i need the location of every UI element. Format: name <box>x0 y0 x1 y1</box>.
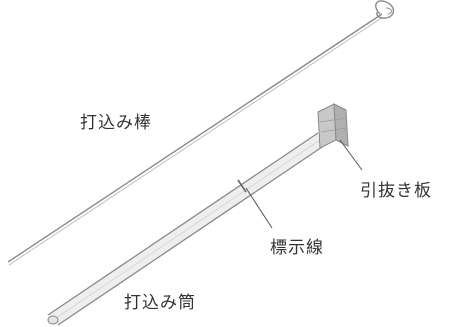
label-driving-tube: 打込み筒 <box>124 293 196 313</box>
indicator-line <box>237 179 247 193</box>
label-driving-rod: 打込み棒 <box>80 113 152 133</box>
driving-tube <box>47 132 329 326</box>
label-indicator-line: 標示線 <box>270 238 324 258</box>
extraction-plate <box>317 103 349 149</box>
driving-rod <box>7 13 384 266</box>
leader-extraction-plate <box>339 139 363 171</box>
leader-lines <box>245 139 363 229</box>
label-extraction-plate: 引抜き板 <box>360 181 432 201</box>
leader-indicator-line <box>245 187 273 229</box>
rod-hook-icon <box>375 0 395 19</box>
